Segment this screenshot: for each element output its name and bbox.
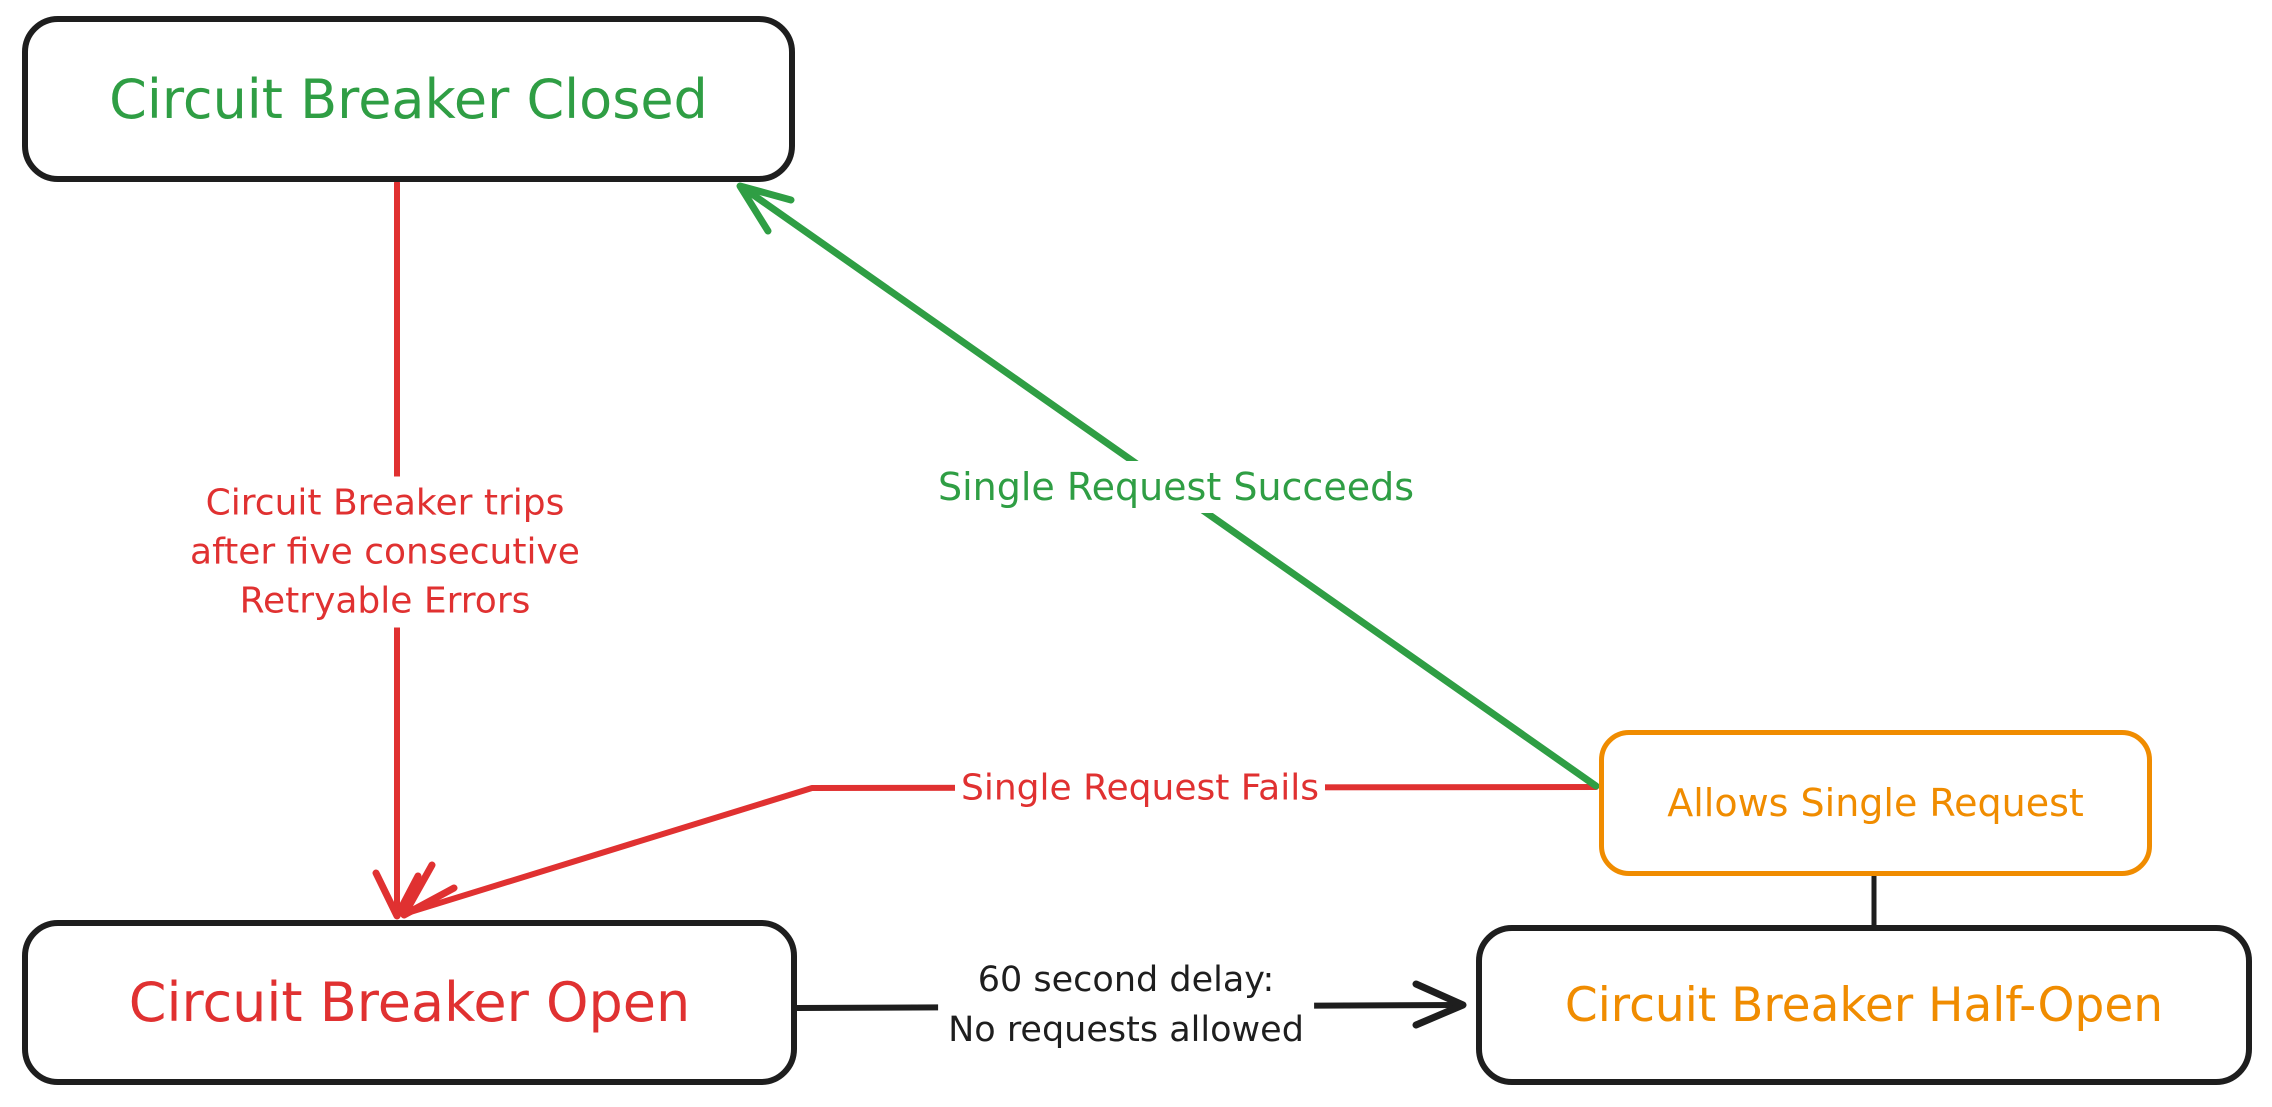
node-circuit-breaker-half-open-label: Circuit Breaker Half-Open: [1564, 977, 2164, 1033]
node-circuit-breaker-closed: Circuit Breaker Closed: [22, 16, 795, 182]
node-circuit-breaker-open-label: Circuit Breaker Open: [128, 971, 691, 1034]
node-circuit-breaker-half-open: Circuit Breaker Half-Open: [1476, 925, 2252, 1085]
edge-label-fails: Single Request Fails: [954, 765, 1326, 811]
edge-fails-arrowhead: [400, 861, 458, 919]
node-allows-single-request-label: Allows Single Request: [1667, 781, 2084, 825]
edge-trip-arrowhead: [372, 869, 422, 920]
edge-delay-arrowhead: [1412, 980, 1467, 1029]
edge-succeeds-arrowhead: [736, 182, 795, 235]
edge-label-delay: 60 second delay: No requests allowed: [938, 953, 1314, 1057]
edge-label-trip-line3: Retryable Errors: [239, 580, 531, 622]
edge-label-trip-line1: Circuit Breaker trips: [205, 482, 565, 524]
edge-label-delay-line1: 60 second delay:: [977, 960, 1275, 1000]
node-allows-single-request: Allows Single Request: [1599, 730, 2152, 876]
edge-label-fails-text: Single Request Fails: [960, 767, 1320, 809]
edge-label-trip-line2: after five consecutive: [190, 531, 580, 573]
node-circuit-breaker-open: Circuit Breaker Open: [22, 920, 797, 1085]
edge-fails-line: [404, 784, 1599, 916]
edge-label-trip: Circuit Breaker trips after five consecu…: [180, 476, 590, 628]
edge-label-delay-line2: No requests allowed: [948, 1010, 1304, 1050]
edge-label-succeeds-text: Single Request Succeeds: [937, 465, 1415, 509]
node-circuit-breaker-closed-label: Circuit Breaker Closed: [109, 67, 708, 131]
edge-label-succeeds: Single Request Succeeds: [927, 461, 1425, 513]
